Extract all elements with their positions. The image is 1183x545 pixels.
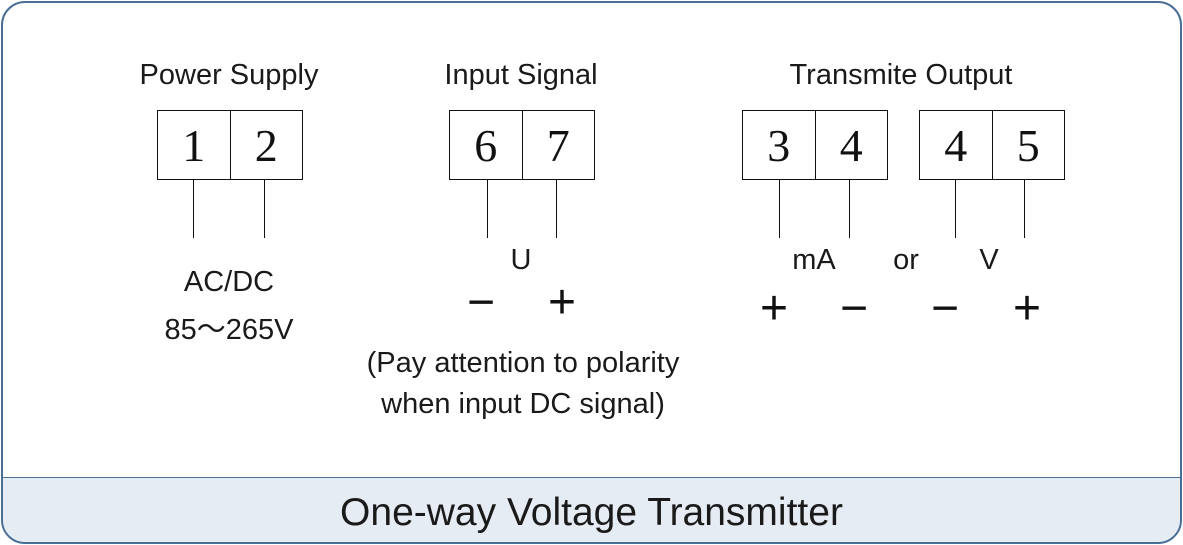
- wire-terminal-3: [779, 180, 780, 238]
- polarity-note-line1: (Pay attention to polarity: [366, 347, 680, 379]
- power-supply-terminal-block: 1 2: [157, 110, 303, 180]
- input-signal-title: Input Signal: [444, 59, 598, 91]
- terminal-4-voltage: 4: [944, 119, 968, 171]
- voltage-negative-symbol: −: [930, 282, 960, 335]
- terminal-4-current: 4: [814, 111, 888, 179]
- wire-terminal-1: [193, 180, 194, 238]
- voltage-output-label: V: [979, 244, 999, 276]
- power-supply-title: Power Supply: [139, 59, 319, 91]
- device-title: One-way Voltage Transmitter: [340, 491, 843, 534]
- voltage-output-terminal-block: 4 5: [919, 110, 1065, 180]
- input-signal-terminal-block: 6 7: [449, 110, 595, 180]
- wire-terminal-2: [264, 180, 265, 238]
- polarity-note-line2: when input DC signal): [381, 388, 665, 420]
- input-positive-symbol: +: [547, 276, 577, 329]
- power-type-label: AC/DC: [183, 266, 275, 298]
- wire-terminal-5: [1024, 180, 1025, 238]
- wire-terminal-4-current: [849, 180, 850, 238]
- current-negative-symbol: −: [839, 282, 869, 335]
- current-positive-symbol: +: [759, 282, 789, 335]
- current-output-label: mA: [792, 244, 836, 276]
- input-signal-label: U: [510, 244, 532, 276]
- footer-bar: One-way Voltage Transmitter: [3, 477, 1180, 542]
- current-output-terminal-block: 3 4: [742, 110, 888, 180]
- wire-terminal-6: [487, 180, 488, 238]
- terminal-7: 7: [521, 111, 595, 179]
- terminal-3: 3: [767, 119, 791, 171]
- terminal-5: 5: [991, 111, 1065, 179]
- terminal-1: 1: [182, 119, 206, 171]
- terminal-6: 6: [474, 119, 498, 171]
- or-label: or: [893, 244, 919, 276]
- terminal-2: 2: [229, 111, 303, 179]
- input-negative-symbol: −: [466, 276, 496, 329]
- transmit-output-title: Transmite Output: [789, 59, 1013, 91]
- wire-terminal-4-voltage: [955, 180, 956, 238]
- wire-terminal-7: [556, 180, 557, 238]
- voltage-positive-symbol: +: [1012, 282, 1042, 335]
- power-range-label: 85～265V: [164, 314, 294, 346]
